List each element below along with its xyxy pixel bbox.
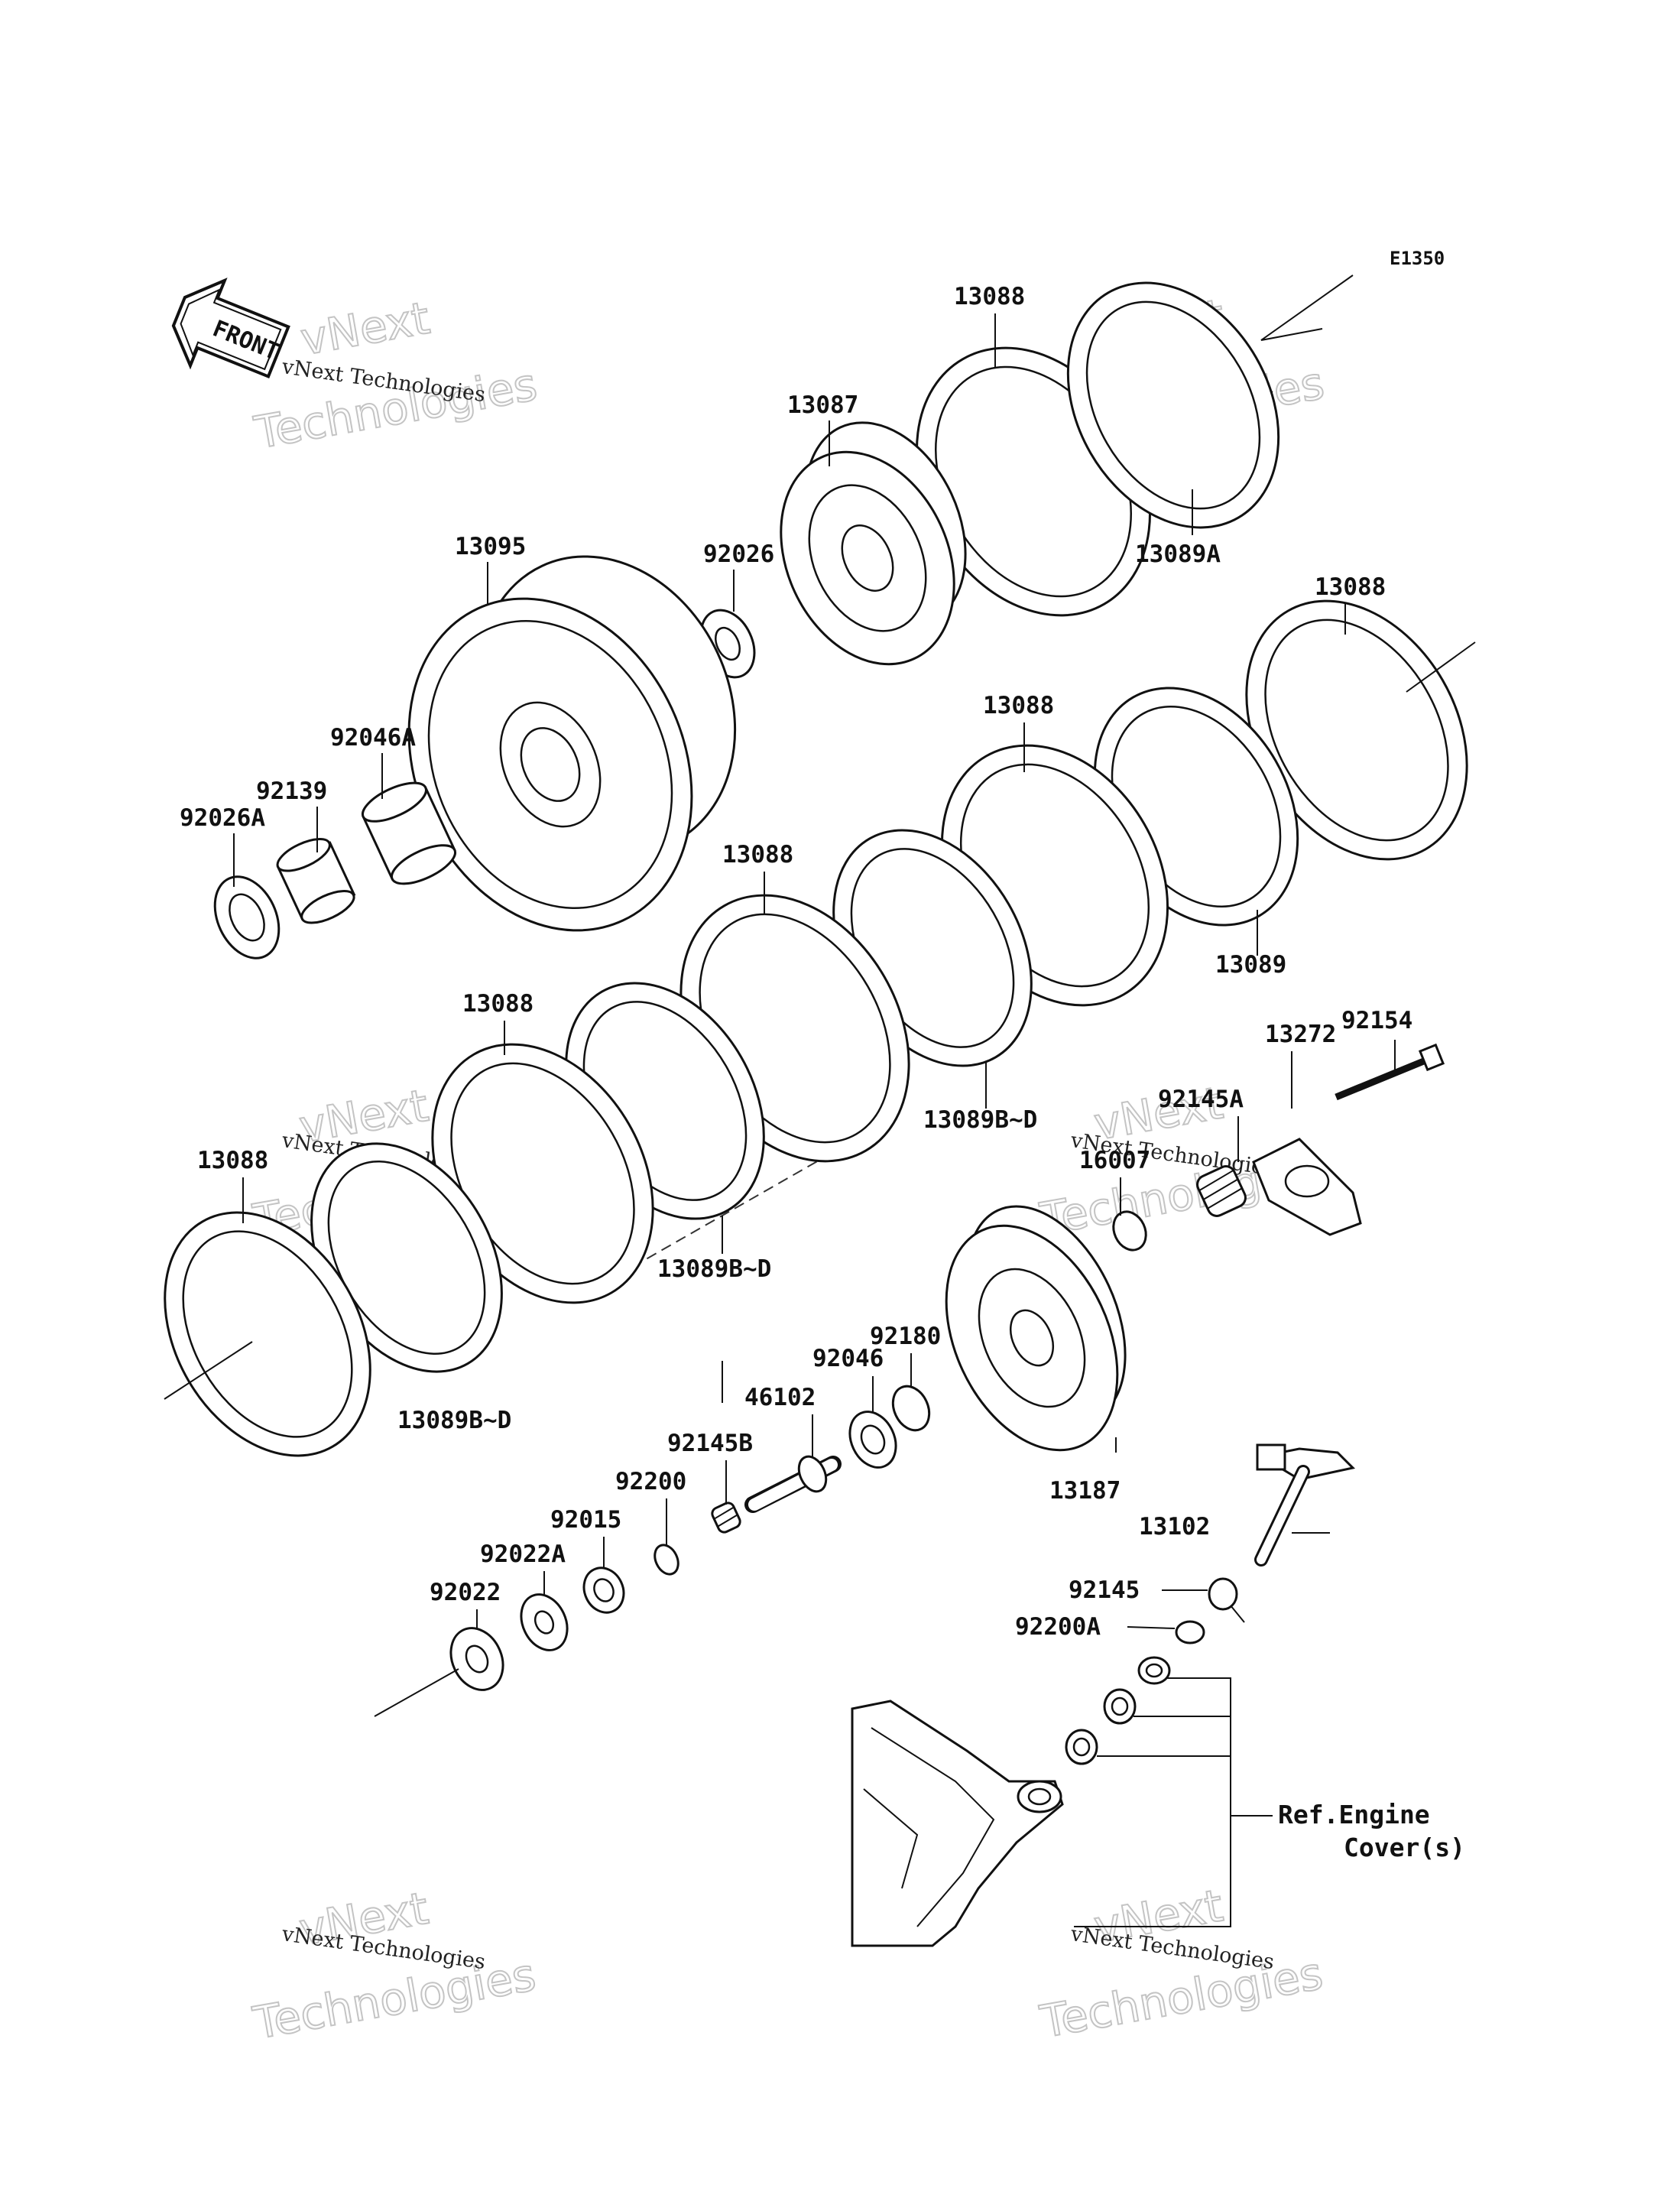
diagram-code: E1350 [1390, 248, 1445, 269]
label-92200a: 92200A [1015, 1613, 1101, 1641]
axis-arrow-left [164, 1341, 253, 1400]
friction-plate-13088-farleft [164, 1211, 371, 1457]
label-13089bd-center: 13089B~D [657, 1255, 771, 1283]
push-rod-46102 [744, 1455, 842, 1513]
label-13187: 13187 [1049, 1477, 1121, 1505]
spring-92145a [1196, 1165, 1247, 1217]
label-13089bd-left: 13089B~D [397, 1407, 511, 1434]
label-92015: 92015 [550, 1506, 621, 1534]
label-13088-top: 13088 [954, 283, 1025, 310]
svg-text:Technologies: Technologies [1036, 1947, 1327, 2048]
axis-arrow-top [1260, 274, 1354, 341]
nut-92015 [582, 1567, 625, 1614]
label-46102: 46102 [744, 1384, 816, 1411]
washer-92200a [1175, 1620, 1205, 1644]
leader-lines [233, 313, 1396, 1629]
label-13088-mid: 13088 [983, 692, 1054, 719]
label-13088-leftmid: 13088 [462, 990, 534, 1018]
label-92046: 92046 [812, 1345, 884, 1372]
release-shaft-13102 [1254, 1443, 1356, 1567]
label-92200: 92200 [615, 1468, 686, 1495]
clutch-housing-13095 [407, 555, 737, 932]
washer-92200 [654, 1544, 679, 1576]
label-13089bd-mid: 13089B~D [923, 1106, 1037, 1134]
label-92145b: 92145B [667, 1430, 753, 1457]
engine-cover [851, 1700, 1064, 1947]
front-arrow-icon: FRONT [171, 278, 290, 379]
bearing-92046 [848, 1411, 897, 1469]
pressure-plate-13187 [945, 1205, 1127, 1452]
label-92145a: 92145A [1158, 1086, 1244, 1113]
washer-92026a [213, 875, 281, 959]
part-labels: 13088 13087 13089A 13095 92026 13088 130… [180, 283, 1412, 1641]
spring-92145b [711, 1502, 741, 1534]
label-13088-right: 13088 [1315, 573, 1386, 601]
collar-92139 [276, 838, 356, 924]
washer-92022 [449, 1627, 504, 1691]
axis-arrow-right [1406, 641, 1476, 693]
label-92145: 92145 [1069, 1576, 1140, 1604]
label-13088-center: 13088 [722, 841, 793, 868]
ref-bracket [1074, 1677, 1231, 1927]
label-13095: 13095 [455, 533, 526, 560]
oil-seal-cover [1137, 1656, 1171, 1685]
needle-bearing-92046a [361, 781, 457, 885]
label-92026a: 92026A [180, 804, 265, 832]
plain-plate-13089a [1066, 281, 1280, 529]
label-16007: 16007 [1079, 1147, 1150, 1174]
label-92022: 92022 [430, 1579, 501, 1606]
label-92154: 92154 [1341, 1007, 1412, 1034]
label-13089a: 13089A [1135, 541, 1221, 568]
svg-text:vNext: vNext [297, 292, 433, 365]
needle-bearing-cover-1 [1103, 1688, 1137, 1725]
spring-92145 [1208, 1577, 1245, 1623]
bolt-92154 [1335, 1043, 1445, 1101]
label-13089: 13089 [1215, 951, 1286, 979]
label-92026: 92026 [703, 541, 774, 568]
axis-arrow-bottom [374, 1668, 459, 1717]
washer-92022a [520, 1593, 569, 1651]
label-92022a: 92022A [480, 1541, 566, 1568]
label-92180: 92180 [870, 1323, 941, 1350]
label-13102: 13102 [1139, 1513, 1210, 1541]
svg-text:Technologies: Technologies [249, 1949, 540, 2050]
label-13272: 13272 [1265, 1021, 1336, 1048]
label-13087: 13087 [787, 391, 858, 419]
ref-engine-cover-line1: Ref.Engine [1278, 1800, 1430, 1830]
circlip-16007 [1112, 1210, 1147, 1252]
label-92139: 92139 [256, 778, 327, 805]
washer-92180 [891, 1385, 931, 1432]
label-13088-farleft: 13088 [197, 1147, 268, 1174]
needle-bearing-cover-2 [1065, 1729, 1098, 1765]
lifter-plate-13272 [1252, 1138, 1362, 1236]
label-92046a: 92046A [330, 724, 416, 752]
clutch-hub-13087 [780, 421, 967, 666]
ref-engine-cover-line2: Cover(s) [1344, 1833, 1465, 1862]
